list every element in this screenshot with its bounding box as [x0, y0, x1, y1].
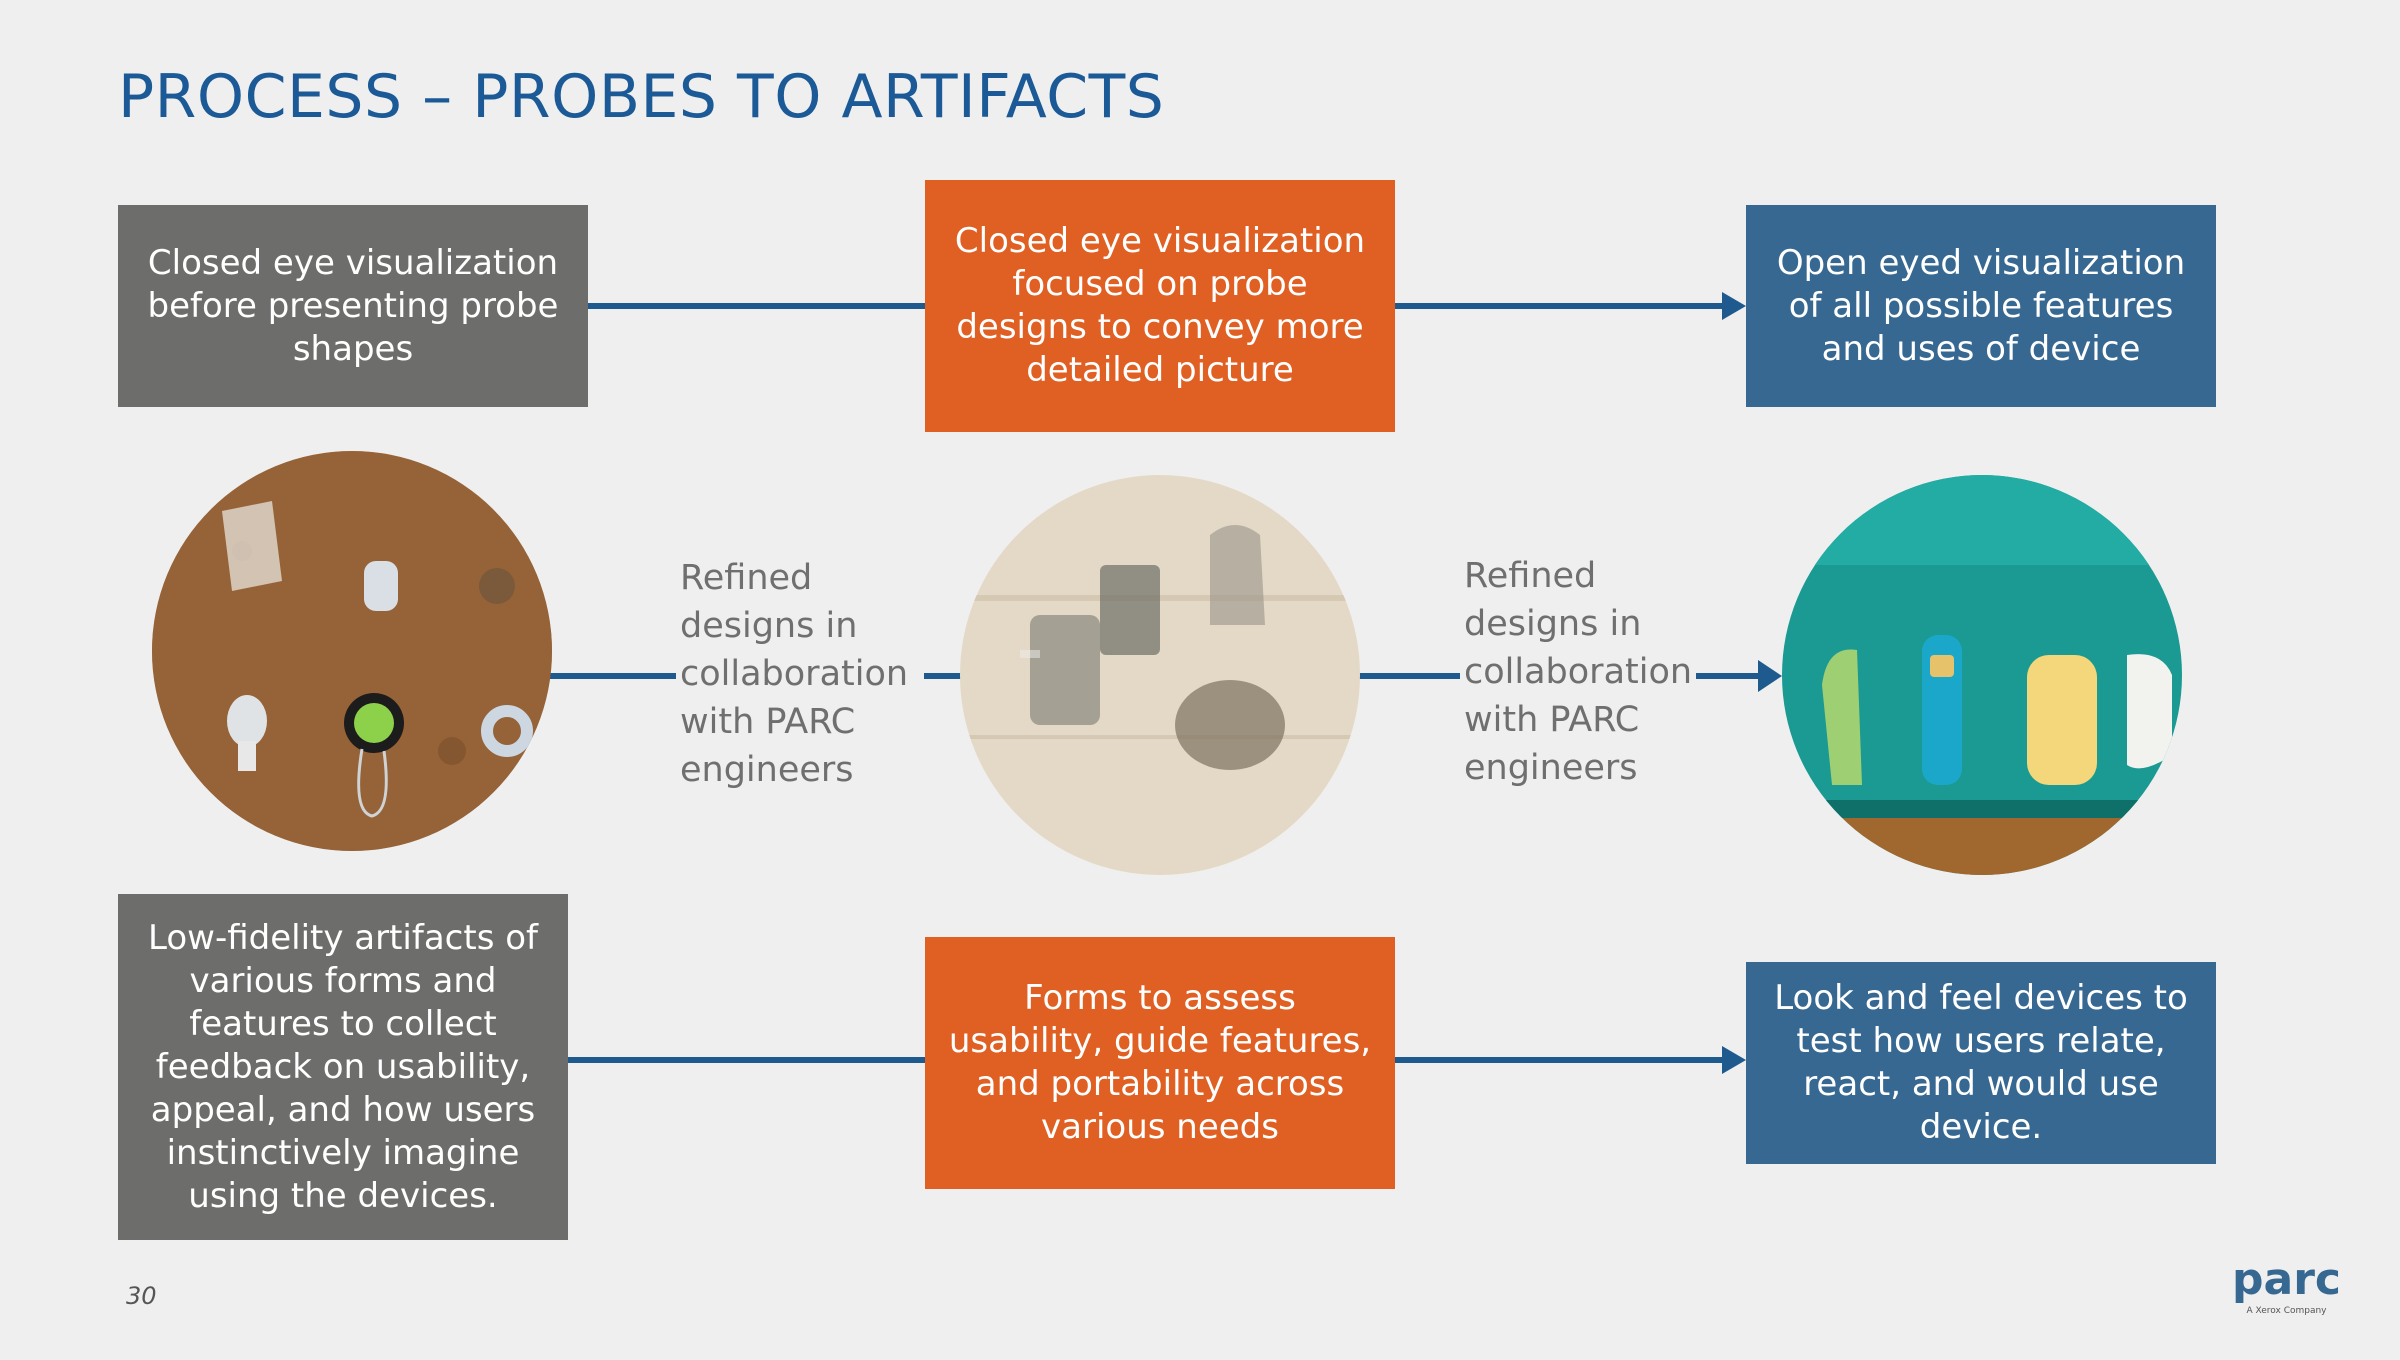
- bottom-right-box: Look and feel devices to test how users …: [1746, 962, 2216, 1164]
- device-prototypes-image: [1782, 475, 2182, 875]
- bottom-middle-text: Forms to assess usability, guide feature…: [948, 978, 1372, 1147]
- top-right-box: Open eyed visualization of all possible …: [1746, 205, 2216, 407]
- bottom-right-text: Look and feel devices to test how users …: [1774, 978, 2188, 1147]
- bottom-middle-box: Forms to assess usability, guide feature…: [925, 937, 1395, 1189]
- top-middle-text: Closed eye visualization focused on prob…: [954, 221, 1366, 390]
- arrow-top-right: [1722, 292, 1746, 320]
- bottom-left-text: Low-fidelity artifacts of various forms …: [147, 917, 538, 1216]
- page-title: PROCESS – PROBES TO ARTIFACTS: [118, 62, 1165, 132]
- logo-subtitle: A Xerox Company: [2246, 1306, 2327, 1316]
- top-left-box: Closed eye visualization before presenti…: [118, 205, 588, 407]
- top-right-text: Open eyed visualization of all possible …: [1776, 242, 2186, 369]
- prototype-shapes-image: [960, 475, 1360, 875]
- logo-wordmark: parc: [2232, 1254, 2341, 1305]
- top-middle-box: Closed eye visualization focused on prob…: [925, 180, 1395, 432]
- arrow-bottom-right: [1722, 1046, 1746, 1074]
- bottom-left-box: Low-fidelity artifacts of various forms …: [118, 894, 568, 1240]
- refined-designs-note-left: Refined designs in collaboration with PA…: [676, 554, 924, 794]
- page-number: 30: [126, 1282, 157, 1310]
- probe-objects-image: [152, 451, 552, 851]
- parc-logo: parc A Xerox Company: [2232, 1254, 2341, 1317]
- arrow-mid-right: [1758, 660, 1782, 692]
- top-left-text: Closed eye visualization before presenti…: [147, 242, 559, 369]
- refined-designs-note-right: Refined designs in collaboration with PA…: [1460, 552, 1696, 792]
